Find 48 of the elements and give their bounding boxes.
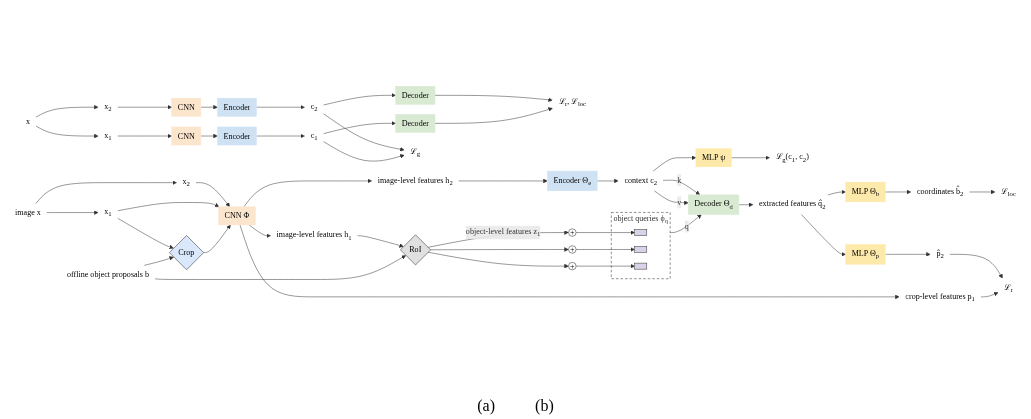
node-box: MLP Θ$_{p}$ (845, 244, 886, 265)
node-text: x (25, 117, 30, 126)
node-text: offline object proposals b (67, 269, 150, 279)
node-box (634, 246, 648, 253)
edge-label: k (677, 175, 682, 185)
node-text: context c$_{2}$ (624, 175, 658, 187)
node-box: Decoder (395, 114, 436, 133)
node-text: extracted features q̂$_{2}$ (759, 199, 826, 211)
node-text: crop-level features p$_{1}$ (905, 291, 975, 303)
node-text: x$_{2}$ (104, 101, 112, 113)
node-text: image x (15, 208, 41, 217)
cluster: object queries ϕ$_{q}$ (611, 212, 671, 279)
node-box: CNN (171, 126, 202, 146)
node-circle: + (568, 262, 577, 271)
node-box: MLP ψ (695, 148, 732, 168)
node-box: CNN Φ (218, 206, 256, 226)
edge-label: object-level features z$_{1}$ (465, 227, 541, 238)
node-circle: + (568, 228, 577, 237)
node-box: MLP Θ$_{b}$ (845, 181, 886, 203)
node-diamond: Crop (169, 235, 204, 270)
node-circle: + (568, 245, 577, 254)
node-text: ℒ$_{r}$ (1004, 282, 1013, 294)
node-box (634, 262, 648, 270)
node-box: Decoder Θ$_{d}$ (688, 194, 740, 215)
node-text: x$_{1}$ (104, 207, 112, 218)
node-text: image-level features h$_{1}$ (276, 230, 352, 242)
node-text: p̂$_{2}$ (936, 249, 944, 260)
node-box: Encoder Θ$_{e}$ (547, 170, 598, 192)
node-text: coordinates b̂$_{2}$ (916, 186, 964, 198)
node-text: ℒ$_{r}$, ℒ$_{loc}$ (558, 96, 587, 108)
node-diamond: RoI (400, 234, 431, 266)
node-text: c$_{2}$ (310, 101, 318, 113)
node-text: ℒ$_{g}$(c$_{1}$, c$_{2}$) (775, 152, 809, 164)
node-text: image-level features h$_{2}$ (377, 175, 453, 187)
node-box: Decoder (395, 86, 436, 105)
node-text: x$_{2}$ (182, 177, 190, 188)
edge-label: q (684, 221, 689, 231)
node-text: c$_{1}$ (310, 130, 318, 142)
node-text: ℒ$_{g}$ (410, 146, 421, 158)
node-box: Encoder (217, 126, 257, 146)
panel-label: (a) (477, 397, 496, 415)
edge-label: v (677, 197, 682, 207)
node-box: CNN (171, 97, 202, 117)
node-text: x$_{1}$ (104, 130, 112, 142)
panel-label: (b) (535, 397, 554, 415)
node-text: ℒ$_{loc}$ (1001, 186, 1016, 198)
node-box (634, 229, 648, 236)
node-box: Encoder (217, 97, 257, 117)
